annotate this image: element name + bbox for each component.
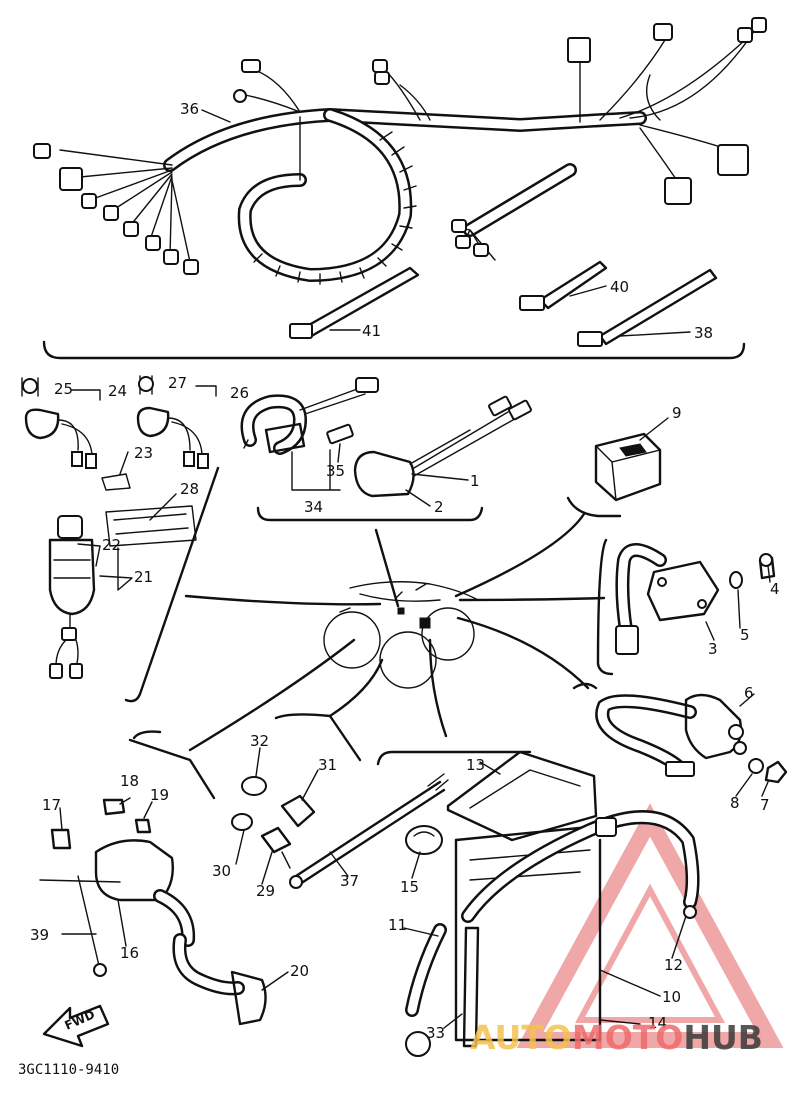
- watermark-text: AUTOMOTOHUB: [470, 1018, 763, 1057]
- callout-18: 18: [120, 772, 140, 790]
- watermark-part-a: AUTO: [470, 1018, 572, 1057]
- wire-37: [289, 773, 449, 889]
- callout-19: 19: [150, 786, 170, 804]
- left-bracket: [124, 466, 220, 703]
- part-code: 3GC1110-9410: [18, 1062, 120, 1078]
- watermark-logo: [516, 803, 784, 1048]
- callout-31: 31: [318, 756, 338, 774]
- frame-sketch: [323, 581, 479, 689]
- callout-12: 12: [664, 956, 684, 974]
- flasher-and-leads: [240, 377, 532, 522]
- watermark-part-b: MOTO: [571, 1018, 684, 1057]
- callout-33: 33: [426, 1024, 446, 1042]
- callout-16: 16: [120, 944, 140, 962]
- callout-5: 5: [740, 626, 750, 644]
- callout-26: 26: [230, 384, 250, 402]
- callout-40: 40: [610, 278, 630, 296]
- callout-28: 28: [180, 480, 200, 498]
- callout-2: 2: [434, 498, 444, 516]
- callout-35: 35: [326, 462, 346, 480]
- callout-37: 37: [340, 872, 360, 890]
- callout-7: 7: [760, 796, 770, 814]
- callout-20: 20: [290, 962, 310, 980]
- callout-32: 32: [250, 732, 270, 750]
- callout-24: 24: [108, 382, 128, 400]
- callout-36: 36: [180, 100, 200, 118]
- watermark-part-c: HUB: [683, 1018, 763, 1057]
- callout-10: 10: [662, 988, 682, 1006]
- callout-15: 15: [400, 878, 420, 896]
- ignition-coil: [39, 738, 267, 1026]
- harness-bracket: [42, 340, 746, 360]
- callout-39: 39: [30, 926, 50, 944]
- callout-4: 4: [770, 580, 780, 598]
- callout-9: 9: [672, 404, 682, 422]
- battery: [376, 750, 700, 1057]
- decal-labels: [101, 473, 197, 547]
- callout-6: 6: [744, 684, 754, 702]
- main-switch: [48, 515, 96, 679]
- callout-34: 34: [304, 498, 324, 516]
- callout-21: 21: [134, 568, 154, 586]
- callout-22: 22: [102, 536, 122, 554]
- callout-11: 11: [388, 916, 408, 934]
- callout-17: 17: [42, 796, 62, 814]
- callout-8: 8: [730, 794, 740, 812]
- callout-27: 27: [168, 374, 188, 392]
- callout-23: 23: [134, 444, 154, 462]
- callout-30: 30: [212, 862, 232, 880]
- callout-29: 29: [256, 882, 276, 900]
- callout-41: 41: [362, 322, 382, 340]
- callout-14: 14: [648, 1014, 668, 1032]
- fwd-arrow: [42, 1004, 110, 1048]
- callout-13: 13: [466, 756, 486, 774]
- starter-relay: [572, 682, 788, 784]
- wire-harness: [33, 17, 767, 285]
- cable-ties: [289, 260, 718, 347]
- callout-3: 3: [708, 640, 718, 658]
- relay: [566, 432, 662, 518]
- sender-switches: [132, 713, 362, 869]
- callout-38: 38: [694, 324, 714, 342]
- leader-lines: [184, 512, 606, 752]
- regulator: [596, 538, 776, 676]
- callout-1: 1: [470, 472, 480, 490]
- switch-leads: [21, 375, 217, 469]
- callout-25: 25: [54, 380, 74, 398]
- callout-leaders: [59, 109, 771, 1029]
